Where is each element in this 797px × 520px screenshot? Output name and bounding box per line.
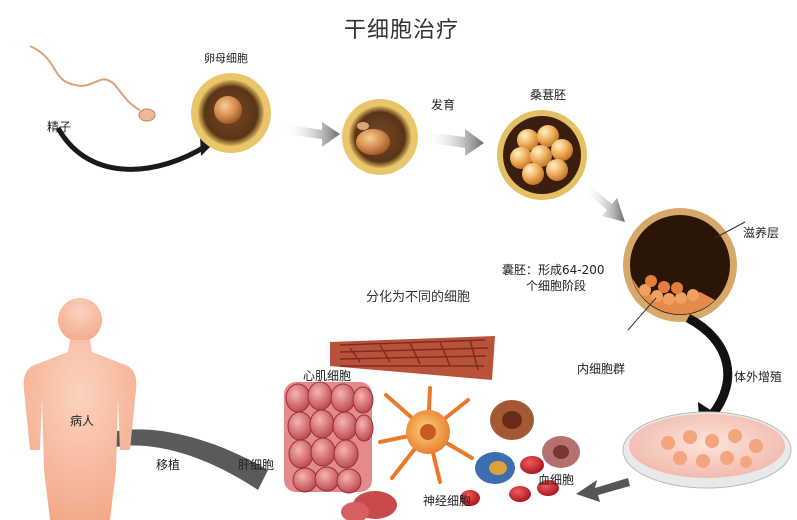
label-patient: 病人: [70, 414, 95, 428]
label-nerve-cell: 神经细胞: [423, 494, 472, 508]
label-inner-cell-mass: 内细胞群: [577, 362, 626, 376]
diagram-title: 干细胞治疗: [344, 18, 460, 43]
label-blastocyst-line2: 个细胞阶段: [526, 279, 587, 294]
developing-egg-icon: [342, 99, 418, 175]
arrow-egg-to-develop: [283, 122, 340, 147]
patient-silhouette: [23, 298, 137, 520]
cell-cluster-bottom: [341, 491, 397, 520]
label-in-vitro-proliferation: 体外增殖: [734, 370, 783, 384]
culture-dish-icon: [622, 411, 792, 489]
label-blastocyst-line1: 囊胚：形成64-200: [502, 263, 605, 277]
label-liver-cell: 肝细胞: [238, 458, 275, 472]
arrow-to-morula: [425, 129, 484, 156]
label-blood-cell: 血细胞: [538, 473, 575, 487]
arrow-to-blastocyst: [585, 186, 625, 222]
sperm-icon: [29, 45, 156, 122]
blood-cell-icon: [460, 400, 580, 506]
label-transplant: 移植: [156, 458, 181, 472]
label-cardiac-cell: 心肌细胞: [303, 369, 352, 383]
label-develop: 发育: [431, 98, 456, 112]
nerve-cell-icon: [378, 386, 474, 484]
label-oocyte: 卵母细胞: [204, 52, 248, 65]
cardiac-cell-icon: [330, 336, 495, 380]
label-blastocyst: 囊胚：形成64-200 个细胞阶段: [502, 262, 605, 294]
liver-cell-icon: [284, 381, 374, 494]
label-morula: 桑葚胚: [530, 88, 567, 102]
oocyte-icon: [191, 73, 271, 153]
arrow-to-differentiated-cells: [576, 478, 630, 502]
arrow-sperm-to-egg: [55, 126, 208, 172]
label-trophoblast: 滋养层: [743, 226, 780, 240]
differentiation-heading: 分化为不同的细胞: [366, 290, 471, 305]
morula-icon: [497, 110, 587, 200]
label-sperm: 精子: [47, 120, 72, 134]
blastocyst-icon: [623, 208, 746, 331]
